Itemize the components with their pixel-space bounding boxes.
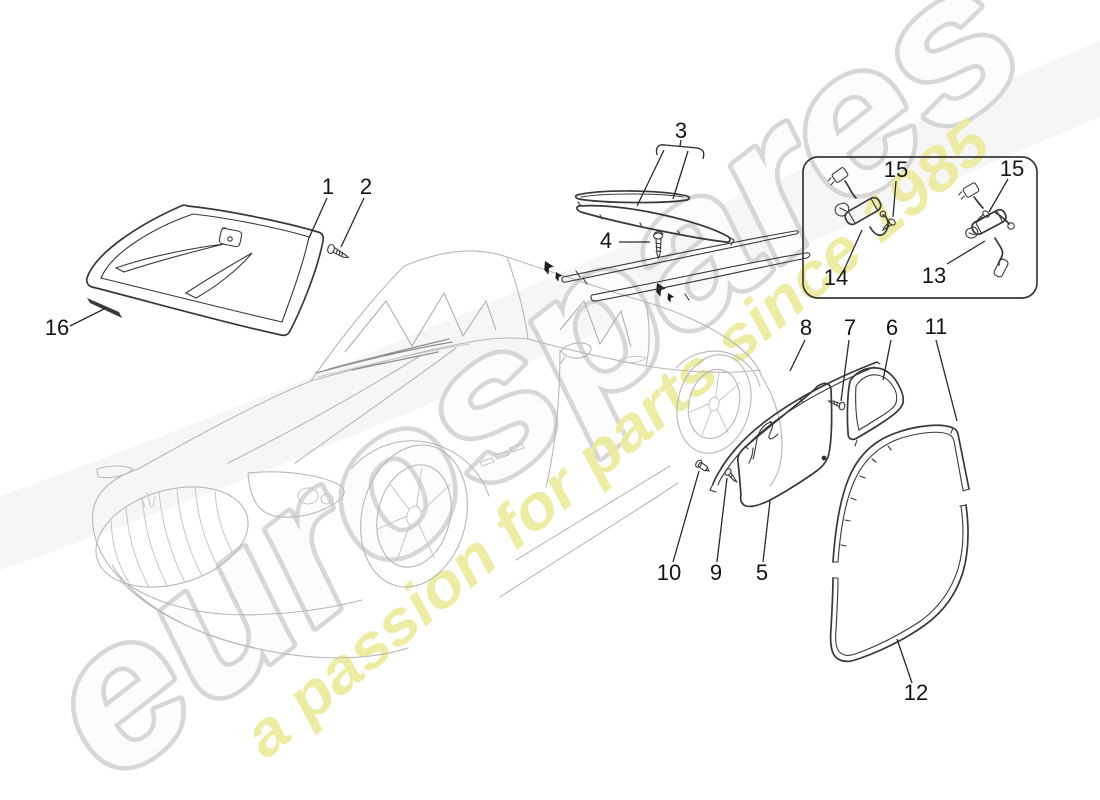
glass-reflection-2	[184, 252, 253, 299]
mirror-sensor	[227, 236, 233, 242]
quarter-glass[interactable]	[846, 367, 905, 447]
callout-13[interactable]: 13	[922, 263, 946, 288]
car-rear-roof	[645, 301, 763, 378]
cable-clip	[834, 202, 850, 217]
car-front-arch	[351, 440, 490, 497]
door-glass[interactable]	[736, 382, 833, 508]
callout-3[interactable]: 3	[675, 118, 687, 143]
windscreen-lower-strip[interactable]	[87, 298, 122, 318]
cable-screw-right[interactable]	[975, 210, 991, 226]
car-sketch	[91, 250, 783, 659]
car-front-wheel	[360, 444, 468, 588]
cable-screw-left[interactable]	[881, 218, 897, 234]
glass-reflection-small	[748, 447, 754, 464]
car-mirror	[559, 342, 592, 365]
car-fender-vents	[479, 443, 525, 467]
callout-4[interactable]: 4	[600, 228, 612, 253]
watermark-swoosh	[0, 40, 1100, 571]
mirror-mount	[218, 227, 243, 248]
callout-16[interactable]: 16	[45, 315, 69, 340]
car-cowl	[310, 337, 529, 382]
glass-clip[interactable]	[694, 459, 711, 474]
door-seal-upper[interactable]	[832, 424, 970, 563]
car-splitter	[111, 564, 409, 659]
clip-icon	[544, 261, 554, 275]
car-b-pillar	[645, 301, 650, 367]
callout-2[interactable]: 2	[360, 174, 372, 199]
callout-15-right[interactable]: 15	[1000, 156, 1024, 181]
car-rear-arch	[675, 350, 761, 387]
glass-reflection	[752, 422, 779, 460]
glass-hole	[821, 455, 827, 461]
callout-14[interactable]: 14	[824, 265, 848, 290]
callout-6[interactable]: 6	[886, 315, 898, 340]
cable-assembly-right[interactable]	[957, 182, 1015, 278]
car-hood-creases	[227, 347, 457, 464]
car-headlight-lens-1	[297, 487, 319, 505]
callout-labels: 1 2 3 4 5 6 7 8 9 10 11 12 13 14 15 15 1…	[45, 118, 1024, 705]
callout-5[interactable]: 5	[756, 560, 768, 585]
car-headlight-left	[96, 465, 134, 479]
watermark-brand-text-fill: eurospares	[0, 0, 1061, 800]
car-rocker	[499, 465, 679, 598]
car-trident-badge	[140, 491, 156, 509]
windscreen-part[interactable]	[85, 204, 325, 337]
parts-layer	[85, 156, 1038, 663]
windscreen-screw[interactable]	[327, 243, 351, 260]
glass-reflection-1	[114, 243, 225, 273]
car-windshield-edge	[506, 256, 529, 340]
glass-screw[interactable]	[724, 468, 741, 484]
clip-icon	[667, 293, 675, 303]
car-headlight-right	[247, 471, 345, 518]
callout-9[interactable]: 9	[710, 560, 722, 585]
car-door-handle	[616, 355, 647, 364]
quarter-glass-screw[interactable]	[827, 399, 846, 411]
clip-icon	[555, 272, 563, 282]
car-rear-wheel	[676, 354, 752, 454]
leader-lines	[69, 139, 1009, 684]
bracket-3	[655, 144, 705, 160]
car-grille	[95, 486, 249, 588]
car-hood-edge	[137, 380, 312, 470]
roof-clips	[544, 261, 690, 303]
car-door-seam	[545, 349, 561, 488]
car-wiper	[315, 338, 453, 374]
callout-7[interactable]: 7	[844, 315, 856, 340]
cable-assembly-left[interactable]	[826, 167, 889, 237]
car-windshield-reflection	[344, 291, 497, 353]
clip-icon	[656, 283, 666, 297]
callout-12[interactable]: 12	[904, 680, 928, 705]
rear-window-trims[interactable]	[574, 190, 735, 246]
car-nose	[91, 468, 363, 616]
roof-strips[interactable]	[561, 230, 811, 302]
car-rear-body	[761, 376, 783, 487]
callout-1[interactable]: 1	[322, 174, 334, 199]
cable-clip	[965, 226, 979, 239]
callout-10[interactable]: 10	[657, 560, 681, 585]
callout-8[interactable]: 8	[800, 315, 812, 340]
car-door-glass-reflection	[559, 300, 632, 348]
detail-box	[802, 156, 1038, 299]
car-headlight-lens-2	[320, 493, 334, 505]
car-a-pillar	[310, 265, 405, 382]
car-cowl-line	[317, 343, 471, 378]
callout-11[interactable]: 11	[925, 314, 948, 339]
rear-trim-screw[interactable]	[652, 231, 664, 260]
callout-15-left[interactable]: 15	[884, 157, 908, 182]
door-seal-lower[interactable]	[829, 504, 969, 663]
